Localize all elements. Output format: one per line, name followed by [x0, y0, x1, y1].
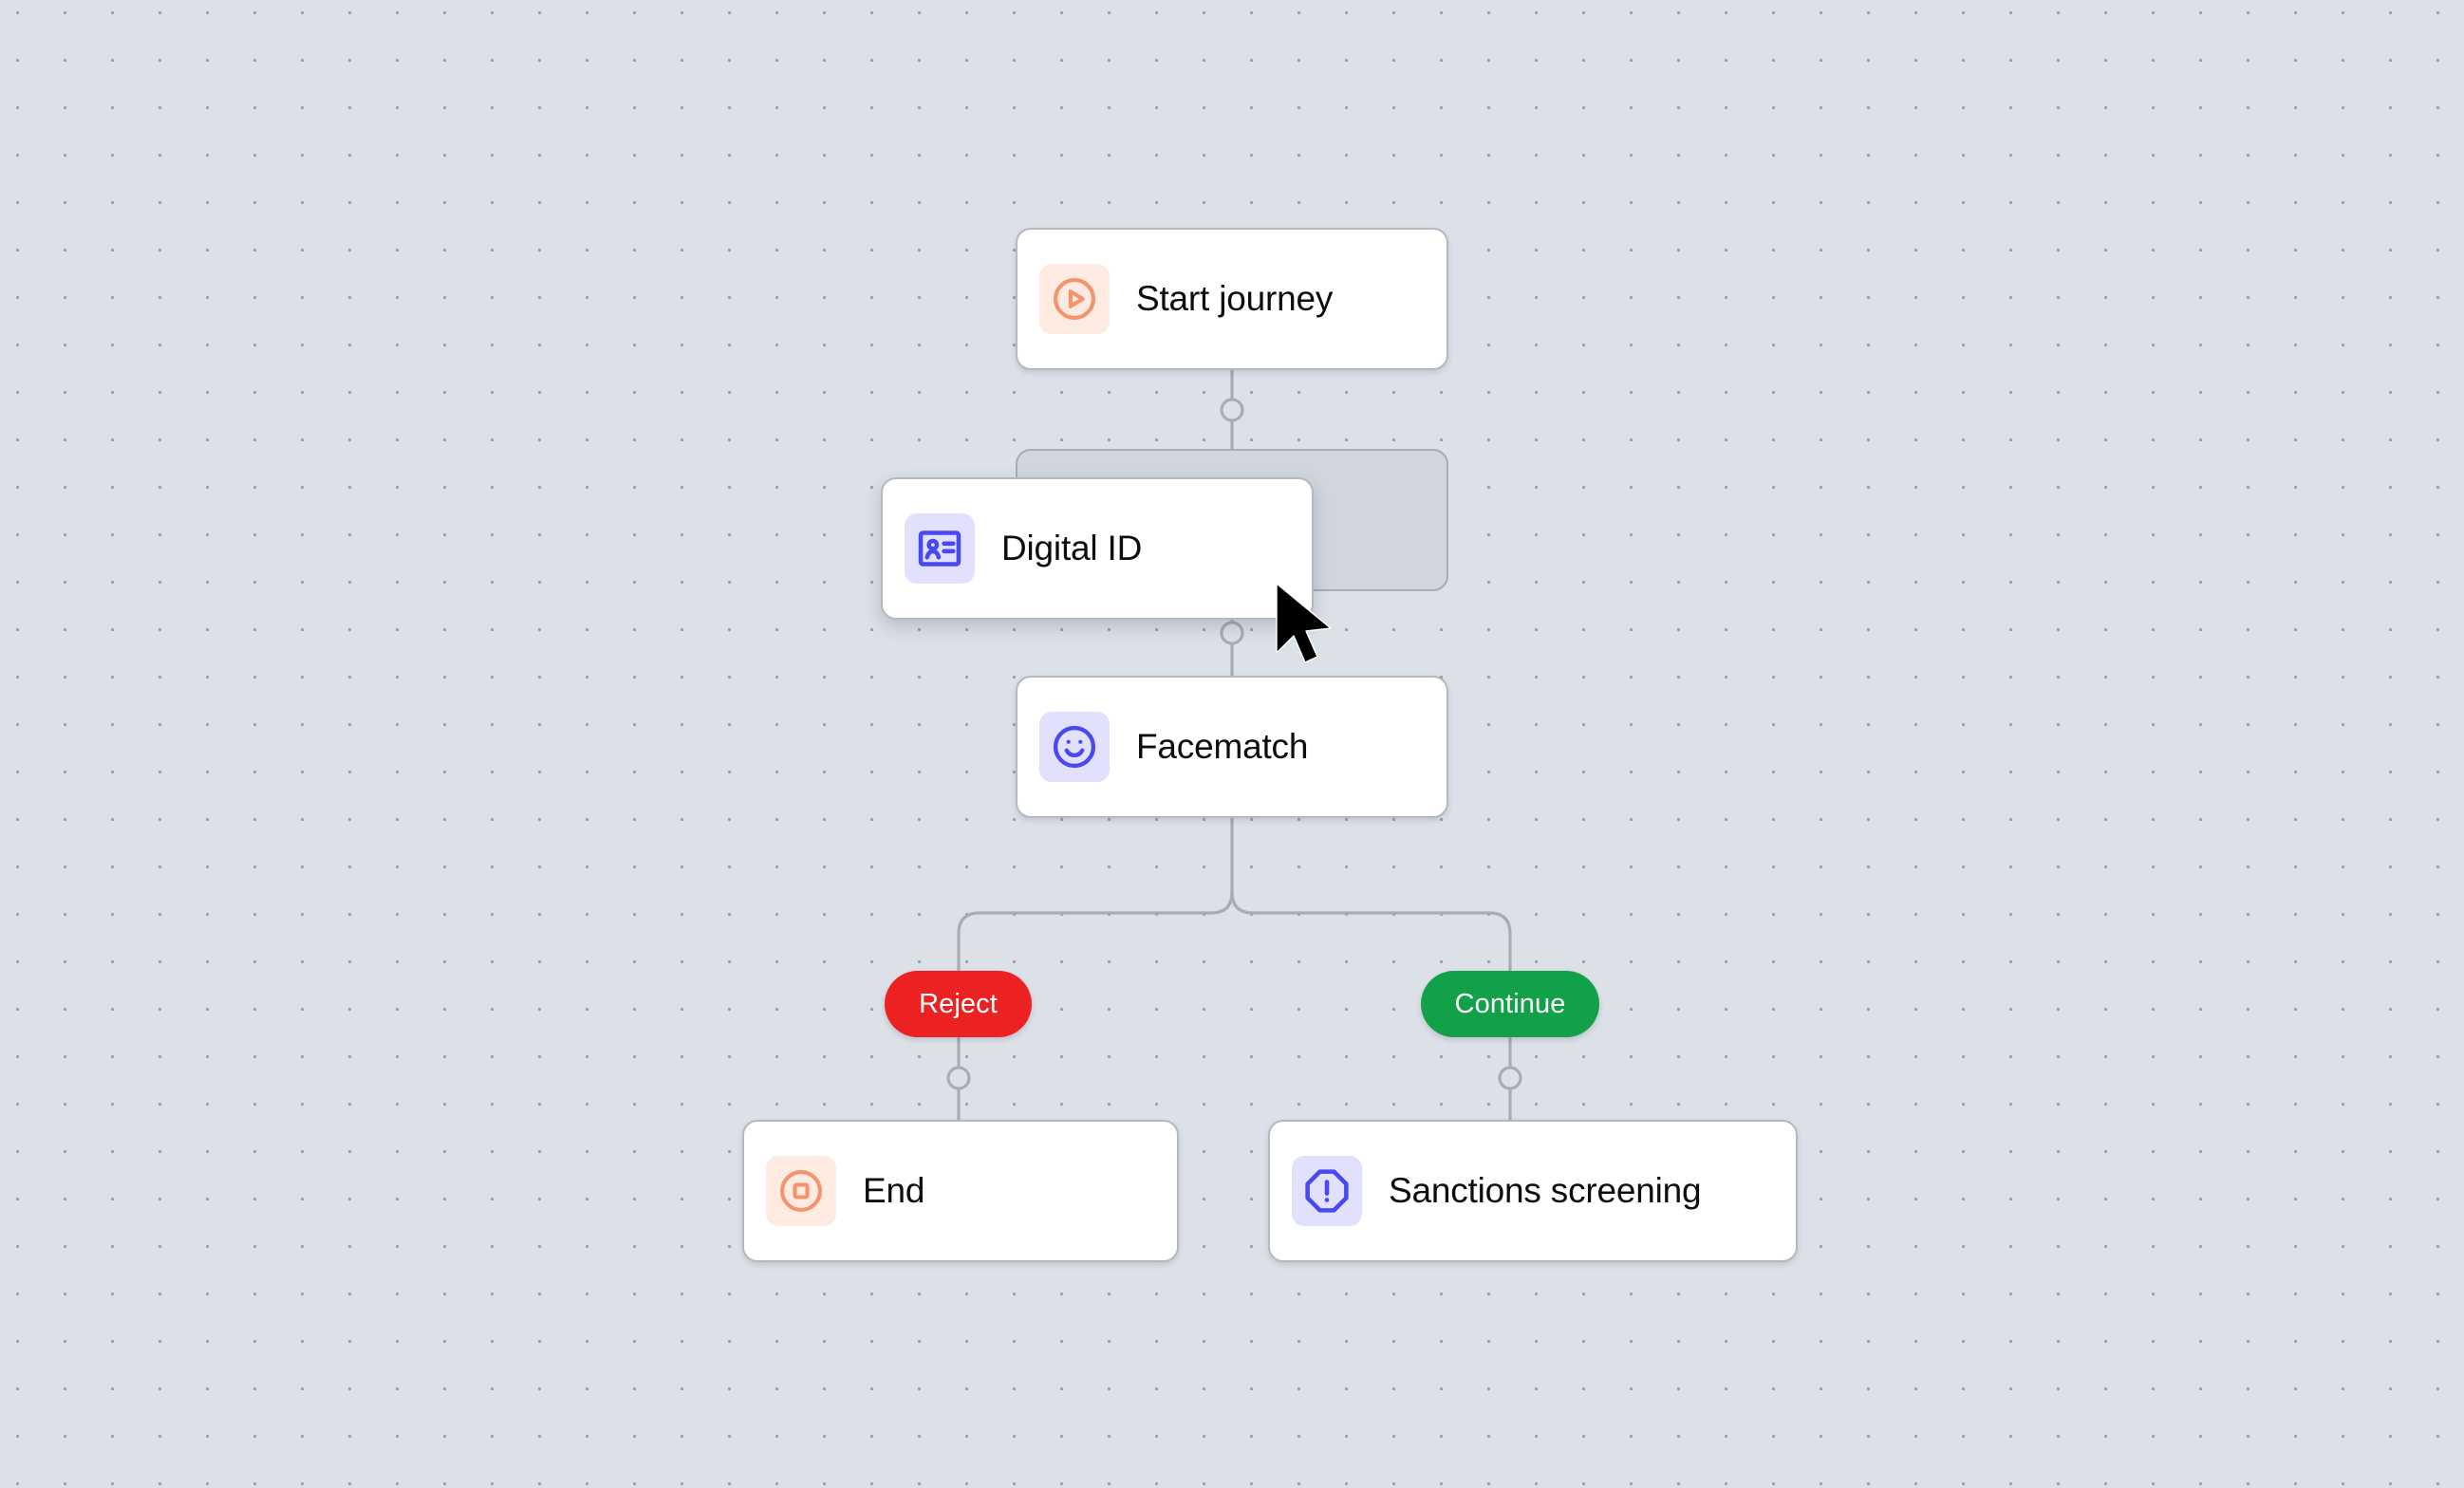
branch-pill-label: Reject: [919, 988, 998, 1019]
node-start-journey[interactable]: Start journey: [1016, 228, 1448, 370]
edge-connector-dot: [1220, 621, 1244, 645]
branch-pill-label: Continue: [1454, 988, 1566, 1019]
edge-branch-reject: [957, 890, 1234, 973]
node-label: Digital ID: [1001, 529, 1143, 567]
id-card-icon: [905, 513, 975, 584]
edge-connector-dot: [1498, 1066, 1522, 1090]
smiley-face-icon: [1039, 712, 1110, 782]
edge-connector-dot: [946, 1066, 971, 1090]
octagon-alert-icon: [1292, 1156, 1362, 1226]
stop-circle-icon: [766, 1156, 836, 1226]
branch-pill-continue[interactable]: Continue: [1421, 971, 1599, 1037]
node-label: Sanctions screening: [1389, 1171, 1702, 1210]
node-digital-id[interactable]: Digital ID: [881, 477, 1314, 620]
play-circle-icon: [1039, 264, 1110, 334]
node-label: Facematch: [1136, 727, 1309, 766]
node-label: End: [863, 1171, 925, 1210]
node-facematch[interactable]: Facematch: [1016, 676, 1448, 818]
edge-branch-continue: [1230, 890, 1512, 973]
branch-pill-reject[interactable]: Reject: [885, 971, 1032, 1037]
node-end[interactable]: End: [742, 1120, 1179, 1262]
node-sanctions-screening[interactable]: Sanctions screening: [1268, 1120, 1798, 1262]
edge-connector-dot: [1220, 398, 1244, 422]
node-label: Start journey: [1136, 279, 1334, 318]
